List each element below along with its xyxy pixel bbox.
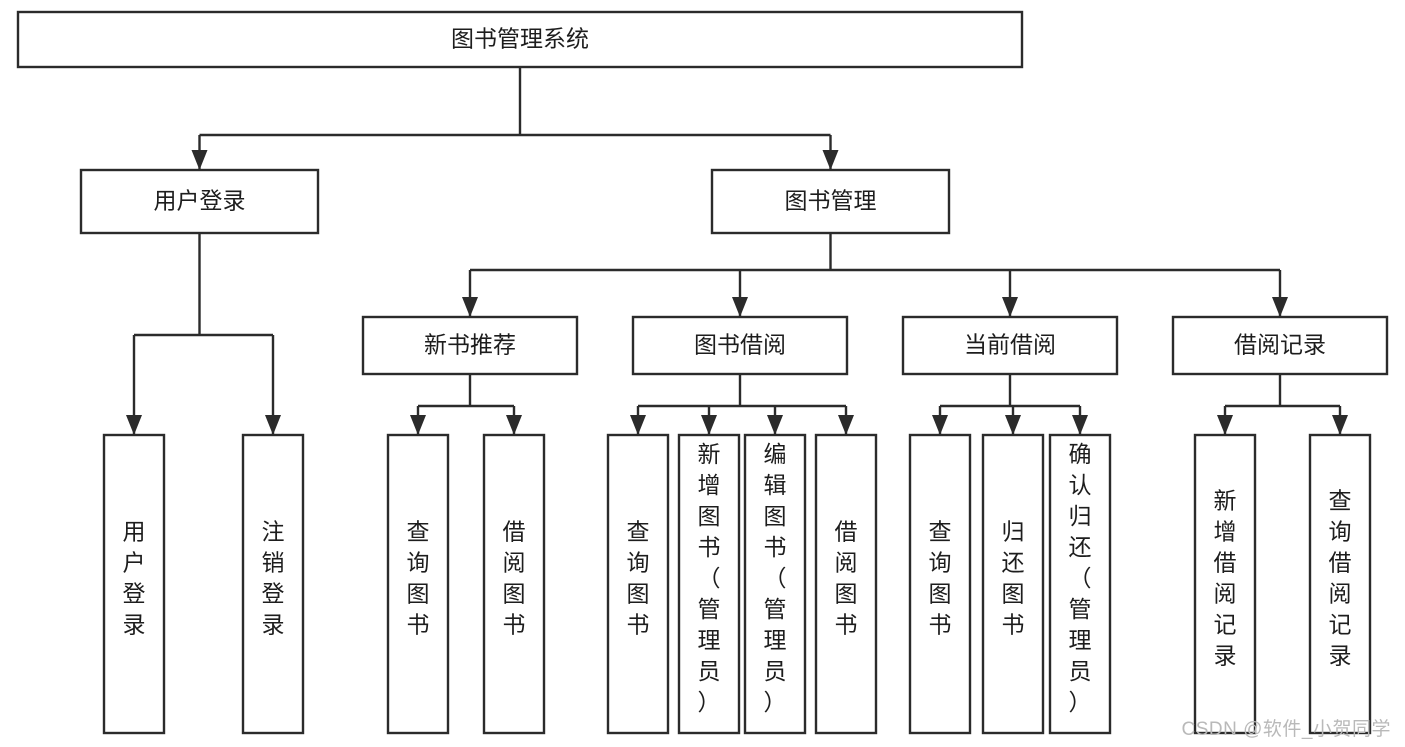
- node-leaf-query-book-3[interactable]: 查询图书: [908, 433, 972, 735]
- lvl3-current-borrow-arrow-0: [932, 415, 948, 435]
- lvl3-new-book-recommend-arrow-0: [410, 415, 426, 435]
- root-arrow-1: [822, 150, 839, 170]
- node-leaf-query-book-3-box[interactable]: [908, 433, 972, 735]
- node-current-borrow-box[interactable]: [901, 315, 1119, 376]
- node-leaf-add-record-box[interactable]: [1193, 433, 1257, 735]
- node-leaf-logout[interactable]: 注销登录: [241, 433, 305, 735]
- node-leaf-borrow-book-1-label: 借阅图书: [503, 519, 526, 638]
- node-leaf-add-record-label: 新增借阅记录: [1214, 488, 1237, 669]
- node-leaf-query-record-label: 查询借阅记录: [1329, 488, 1352, 669]
- userlogin-arrow-1: [265, 415, 281, 435]
- node-current-borrow[interactable]: 当前借阅: [901, 315, 1119, 376]
- lvl3-borrow-record-arrow-1: [1332, 415, 1348, 435]
- lvl3-book-borrow-arrow-2: [767, 415, 783, 435]
- node-leaf-query-record[interactable]: 查询借阅记录: [1308, 433, 1372, 735]
- lvl3-current-borrow-arrow-2: [1072, 415, 1088, 435]
- node-leaf-user-login-label: 用户登录: [123, 519, 146, 638]
- node-borrow-record-box[interactable]: [1171, 315, 1389, 376]
- node-leaf-query-book-1[interactable]: 查询图书: [386, 433, 450, 735]
- node-leaf-query-book-2[interactable]: 查询图书: [606, 433, 670, 735]
- csdn-watermark: CSDN @软件_小贺同学: [1181, 719, 1391, 740]
- connector-layer: [126, 67, 1348, 435]
- node-book-management[interactable]: 图书管理: [710, 168, 951, 235]
- bookmgmt-arrow-0: [462, 297, 478, 317]
- node-new-book-recommend-box[interactable]: [361, 315, 579, 376]
- node-layer: 图书管理系统用户登录图书管理新书推荐图书借阅当前借阅借阅记录用户登录注销登录查询…: [16, 10, 1389, 735]
- node-leaf-add-book[interactable]: 新增图书（管理员）: [677, 433, 741, 735]
- node-user-login-box[interactable]: [79, 168, 320, 235]
- node-leaf-logout-label: 注销登录: [262, 519, 285, 638]
- node-user-login-label: 用户登录: [154, 188, 246, 214]
- node-leaf-return-book[interactable]: 归还图书: [981, 433, 1045, 735]
- node-leaf-borrow-book-2-label: 借阅图书: [835, 519, 858, 638]
- bookmgmt-arrow-3: [1272, 297, 1288, 317]
- node-leaf-borrow-book-1-box[interactable]: [482, 433, 546, 735]
- node-root-label: 图书管理系统: [451, 26, 589, 52]
- node-leaf-return-book-box[interactable]: [981, 433, 1045, 735]
- node-leaf-logout-box[interactable]: [241, 433, 305, 735]
- node-leaf-query-book-3-label: 查询图书: [929, 519, 952, 638]
- node-leaf-edit-book-box[interactable]: [743, 433, 807, 735]
- node-current-borrow-label: 当前借阅: [964, 332, 1056, 358]
- userlogin-arrow-0: [126, 415, 142, 435]
- bookmgmt-arrow-1: [732, 297, 748, 317]
- node-leaf-confirm-return[interactable]: 确认归还（管理员）: [1048, 433, 1112, 735]
- lvl3-book-borrow-arrow-0: [630, 415, 646, 435]
- node-leaf-borrow-book-2-box[interactable]: [814, 433, 878, 735]
- node-leaf-confirm-return-label: 确认归还（管理员）: [1069, 441, 1092, 715]
- node-book-borrow[interactable]: 图书借阅: [631, 315, 849, 376]
- node-leaf-borrow-book-1[interactable]: 借阅图书: [482, 433, 546, 735]
- lvl3-current-borrow-arrow-1: [1005, 415, 1021, 435]
- bookmgmt-arrow-2: [1002, 297, 1018, 317]
- node-leaf-query-book-2-label: 查询图书: [627, 519, 650, 638]
- node-borrow-record-label: 借阅记录: [1234, 332, 1326, 358]
- lvl3-new-book-recommend-arrow-1: [506, 415, 522, 435]
- node-leaf-query-book-1-label: 查询图书: [407, 519, 430, 638]
- node-leaf-query-book-2-box[interactable]: [606, 433, 670, 735]
- lvl3-book-borrow-arrow-3: [838, 415, 854, 435]
- node-root-box[interactable]: [16, 10, 1024, 69]
- node-leaf-return-book-label: 归还图书: [1002, 519, 1025, 638]
- node-leaf-user-login-box[interactable]: [102, 433, 166, 735]
- root-arrow-0: [191, 150, 208, 170]
- node-borrow-record[interactable]: 借阅记录: [1171, 315, 1389, 376]
- lvl3-borrow-record-arrow-0: [1217, 415, 1233, 435]
- node-leaf-confirm-return-box[interactable]: [1048, 433, 1112, 735]
- node-leaf-add-book-label: 新增图书（管理员）: [698, 441, 721, 715]
- node-leaf-borrow-book-2[interactable]: 借阅图书: [814, 433, 878, 735]
- node-root[interactable]: 图书管理系统: [16, 10, 1024, 69]
- node-user-login[interactable]: 用户登录: [79, 168, 320, 235]
- node-book-borrow-label: 图书借阅: [694, 332, 786, 358]
- node-leaf-add-book-box[interactable]: [677, 433, 741, 735]
- node-leaf-add-record[interactable]: 新增借阅记录: [1193, 433, 1257, 735]
- lvl3-book-borrow-arrow-1: [701, 415, 717, 435]
- node-book-borrow-box[interactable]: [631, 315, 849, 376]
- node-leaf-query-record-box[interactable]: [1308, 433, 1372, 735]
- node-book-management-label: 图书管理: [785, 188, 877, 214]
- node-new-book-recommend[interactable]: 新书推荐: [361, 315, 579, 376]
- node-leaf-user-login[interactable]: 用户登录: [102, 433, 166, 735]
- node-leaf-edit-book-label: 编辑图书（管理员）: [764, 441, 787, 715]
- node-leaf-query-book-1-box[interactable]: [386, 433, 450, 735]
- node-book-management-box[interactable]: [710, 168, 951, 235]
- node-new-book-recommend-label: 新书推荐: [424, 332, 516, 358]
- node-leaf-edit-book[interactable]: 编辑图书（管理员）: [743, 433, 807, 735]
